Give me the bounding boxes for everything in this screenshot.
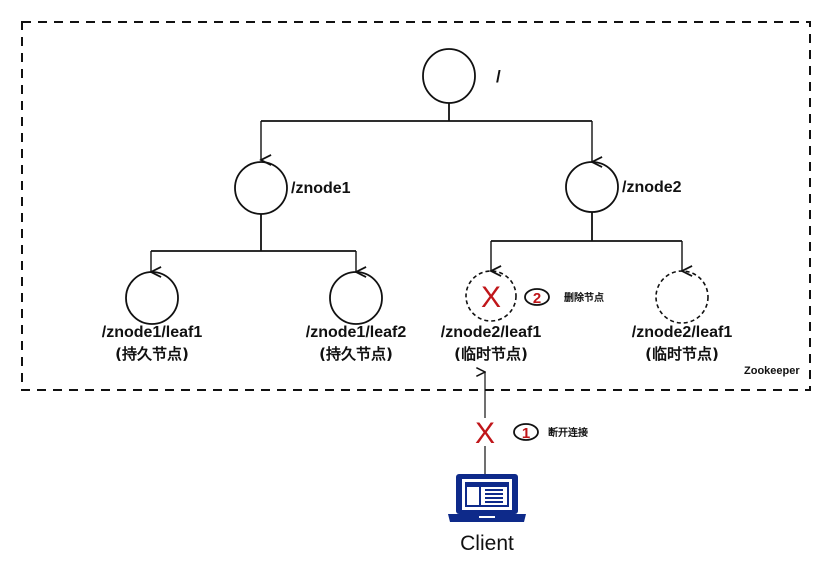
client-label: Client <box>460 532 514 555</box>
zookeeper-boundary <box>21 21 811 391</box>
leaf-b-type: (持久节点) <box>319 345 393 363</box>
znode1-label: /znode1 <box>291 180 351 197</box>
zookeeper-label: Zookeeper <box>744 365 800 377</box>
step-1-text: 断开连接 <box>548 426 588 439</box>
connection-cross-mark: X <box>475 417 495 450</box>
step-1-number: 1 <box>522 425 530 442</box>
laptop-icon[interactable] <box>448 474 526 522</box>
znode1-node[interactable] <box>234 161 288 215</box>
leaf-b-label: /znode1/leaf2 <box>306 324 407 341</box>
leaf-d-type: (临时节点) <box>645 345 719 363</box>
step-2-text: 删除节点 <box>564 291 604 304</box>
leaf-a-type: (持久节点) <box>115 345 189 363</box>
leaf-b-node[interactable] <box>329 271 383 325</box>
leaf-c-node[interactable] <box>465 270 517 322</box>
znode2-label: /znode2 <box>622 179 682 196</box>
step-2-badge <box>524 288 550 306</box>
leaf-c-label: /znode2/leaf1 <box>441 324 542 341</box>
leaf-d-node[interactable] <box>655 270 709 324</box>
leaf-c-cross-mark: X <box>481 281 501 314</box>
root-node-label: / <box>496 67 501 86</box>
znode2-node[interactable] <box>565 161 619 213</box>
step-1-badge <box>513 423 539 441</box>
leaf-d-label: /znode2/leaf1 <box>632 324 733 341</box>
leaf-a-node[interactable] <box>125 271 179 325</box>
leaf-a-label: /znode1/leaf1 <box>102 324 203 341</box>
leaf-c-type: (临时节点) <box>454 345 528 363</box>
step-2-number: 2 <box>533 290 541 307</box>
root-node[interactable] <box>422 48 476 104</box>
